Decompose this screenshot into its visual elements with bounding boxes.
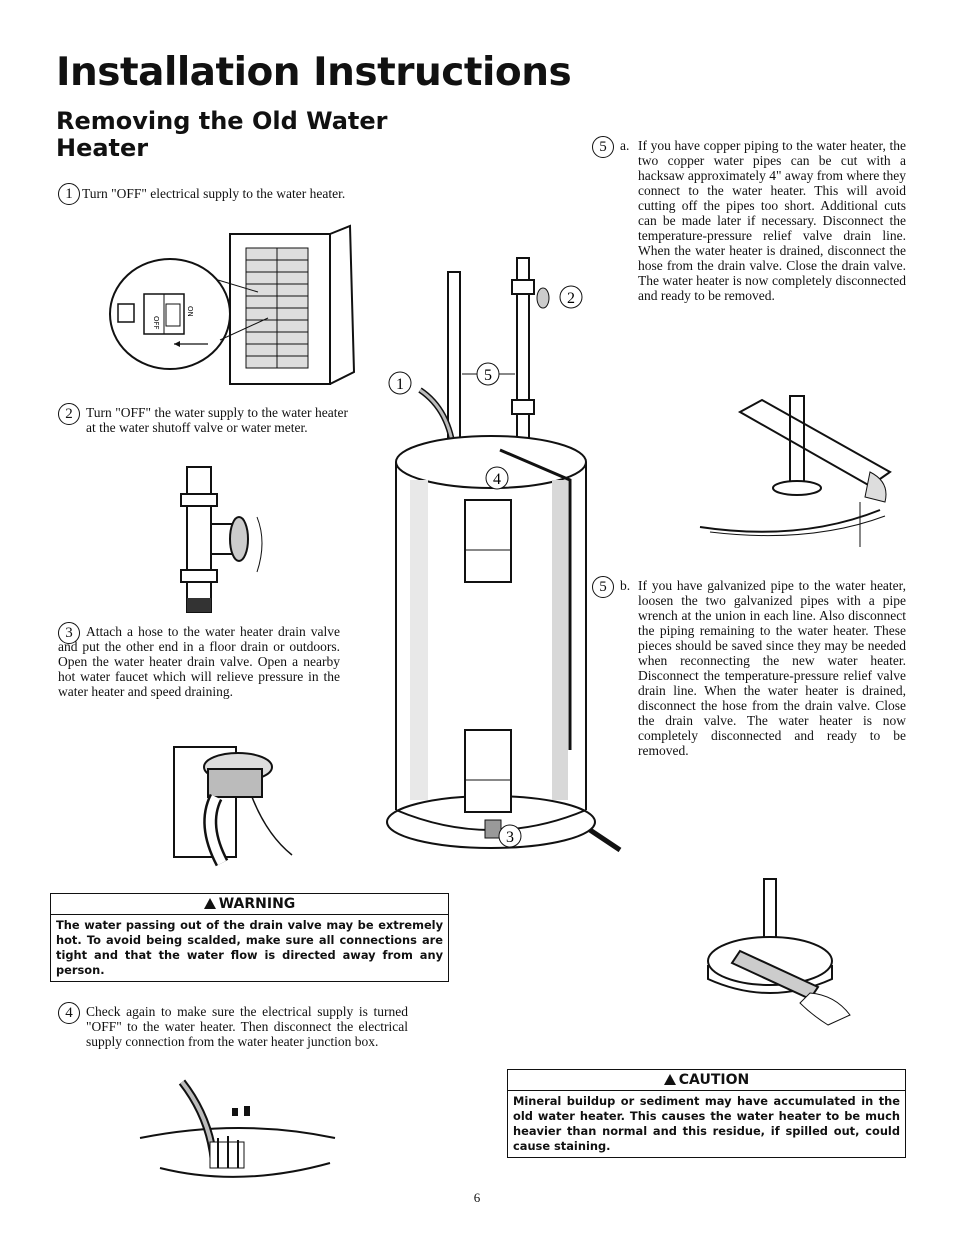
step-number-5b: 5 [592,576,614,598]
step-4: 4 Check again to make sure the electrica… [58,1002,408,1049]
callout-2: 2 [567,290,575,307]
step-5b-letter: b. [620,578,631,593]
step-5a: 5 a. If you have copper piping to the wa… [592,136,906,303]
warning-box: WARNING The water passing out of the dra… [50,893,449,982]
junction-box-illustration [139,1079,336,1178]
caution-header: CAUTION [508,1070,905,1091]
caution-triangle-icon [663,1074,676,1085]
callout-1: 1 [396,376,404,393]
warning-heading: WARNING [218,896,296,912]
step-3: 3 Attach a hose to the water heater drai… [58,622,340,699]
warning-text: The water passing out of the drain valve… [56,918,443,977]
page-number: 6 [473,1190,481,1205]
drain-hose-illustration [173,746,293,867]
step-2-text: Turn "OFF" the water supply to the water… [86,405,348,435]
page-title: Installation Instructions [56,50,572,95]
shutoff-valve-illustration [180,466,263,613]
step-5b-text: If you have galvanized pipe to the water… [638,578,906,758]
warning-triangle-icon [203,898,216,909]
step-5b: 5 b. If you have galvanized pipe to the … [592,576,906,758]
step-number-3: 3 [58,622,80,644]
section-subtitle: Removing the Old Water Heater [56,107,388,162]
step-1-text: Turn "OFF" electrical supply to the wate… [82,186,346,201]
breaker-off-label: OFF [152,316,160,330]
step-4-text: Check again to make sure the electrical … [86,1004,408,1049]
caution-text: Mineral buildup or sediment may have acc… [513,1094,900,1153]
pipe-wrench-illustration [707,878,851,1026]
breaker-panel-illustration: OFF ON [109,224,356,385]
step-2: 2 Turn "OFF" the water supply to the wat… [58,403,348,435]
callout-3: 3 [506,829,514,846]
callout-4: 4 [493,471,501,488]
step-5a-letter: a. [620,138,630,153]
step-number-1: 1 [58,183,80,205]
breaker-on-label: ON [186,306,194,317]
step-number-2: 2 [58,403,80,425]
step-5a-text: If you have copper piping to the water h… [638,138,906,303]
warning-header: WARNING [51,894,448,915]
step-3-text: Attach a hose to the water heater drain … [58,624,340,699]
step-number-5a: 5 [592,136,614,158]
step-number-4: 4 [58,1002,80,1024]
callout-5: 5 [484,367,492,384]
water-heater-illustration: 1 2 5 4 3 [386,257,622,853]
caution-box: CAUTION Mineral buildup or sediment may … [507,1069,906,1158]
caution-heading: CAUTION [678,1072,750,1088]
hacksaw-illustration [699,395,892,547]
